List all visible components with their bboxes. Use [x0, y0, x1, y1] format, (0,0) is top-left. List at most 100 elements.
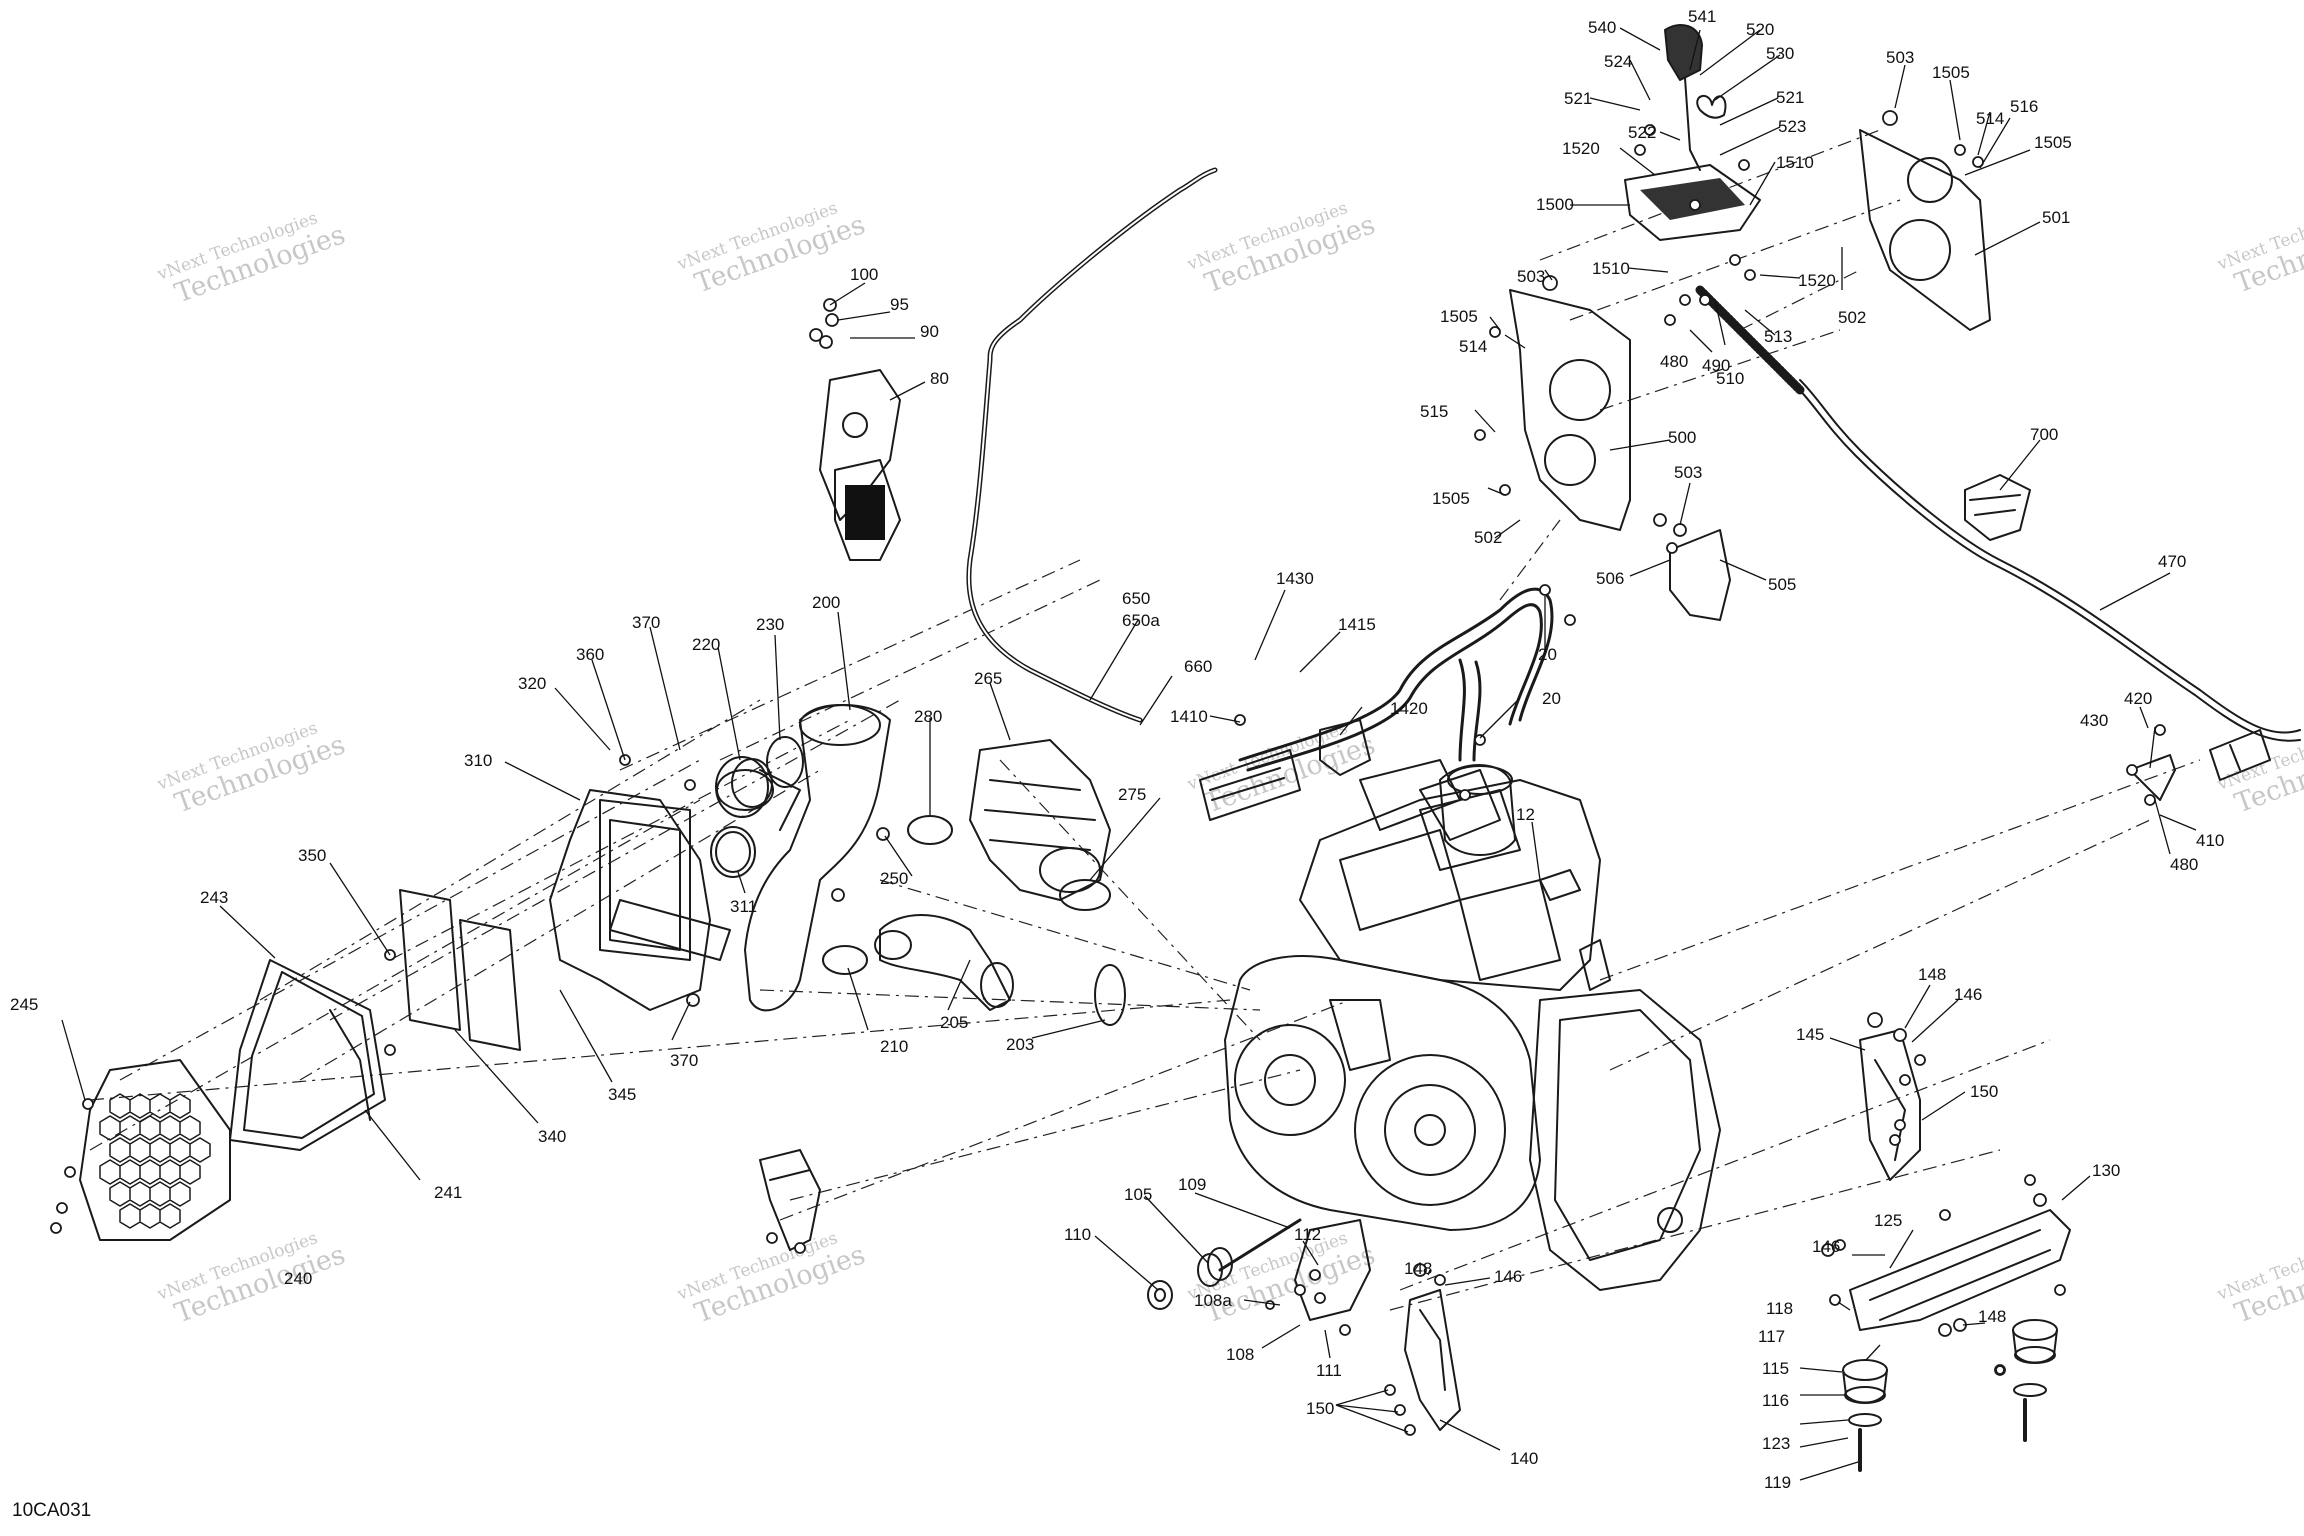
callout-label: 123	[1762, 1434, 1790, 1453]
callout-label: 1510	[1592, 259, 1630, 278]
rubber-mount-117	[1842, 1359, 1888, 1404]
coolant-hose	[1238, 587, 1554, 762]
callout-label: 80	[930, 369, 949, 388]
bracket-145	[1859, 1029, 1921, 1181]
callout-label: 109	[1178, 1175, 1206, 1194]
callout-label: 541	[1688, 7, 1716, 26]
callout-label: 1505	[2034, 133, 2072, 152]
callout-label: 514	[1459, 337, 1487, 356]
callout-label: 523	[1778, 117, 1806, 136]
callout-label: 146	[1494, 1267, 1522, 1286]
airbox-310	[549, 789, 711, 1011]
clamp-230	[766, 736, 804, 788]
honeycomb-pattern	[99, 1093, 211, 1229]
callout-label: 1415	[1338, 615, 1376, 634]
engine-cylinder	[1439, 764, 1516, 856]
clamp-275	[1059, 879, 1111, 911]
callout-label: 203	[1006, 1035, 1034, 1054]
callout-label: 515	[1420, 402, 1448, 421]
callout-label: 1500	[1536, 195, 1574, 214]
callout-label: 20	[1538, 645, 1557, 664]
diagram-code: 10CA031	[12, 1500, 92, 1521]
bracket-80	[819, 369, 901, 521]
bracket-410	[2209, 729, 2271, 781]
callout-label: 1505	[1440, 307, 1478, 326]
callout-label: 500	[1668, 428, 1696, 447]
callout-label: 150	[1306, 1399, 1334, 1418]
boot-205	[879, 914, 1011, 1011]
callout-label: 480	[1660, 352, 1688, 371]
callout-label: 506	[1596, 569, 1624, 588]
callout-label: 265	[974, 669, 1002, 688]
seal-243	[229, 959, 386, 1151]
crossmember-130	[1849, 1209, 2071, 1331]
callout-label: 503	[1886, 48, 1914, 67]
callout-label: 521	[1776, 88, 1804, 107]
callout-labels: 540 541 520 530 524 521 521 522 523 1520…	[10, 7, 2224, 1492]
callout-label: 240	[284, 1269, 312, 1288]
callout-label: 145	[1796, 1025, 1824, 1044]
fasteners	[50, 110, 2166, 1436]
throttle-cable	[966, 167, 1218, 723]
seal-241	[329, 1009, 371, 1121]
throttle-body	[1319, 719, 1371, 776]
secondary-clutch-cover	[1354, 1054, 1506, 1206]
callout-label: 116	[1762, 1391, 1789, 1410]
callout-label: 311	[730, 897, 757, 916]
callout-label: 245	[10, 995, 38, 1014]
engine-block	[1299, 779, 1601, 991]
callout-label: 205	[940, 1013, 968, 1032]
callout-label: 430	[2080, 711, 2108, 730]
lever-430	[2129, 754, 2176, 801]
callout-label: 505	[1768, 575, 1796, 594]
callout-label: 118	[1766, 1299, 1793, 1318]
callout-label: 700	[2030, 425, 2058, 444]
callout-label: 1510	[1776, 153, 1814, 172]
bracket-140	[1404, 1289, 1461, 1431]
callout-label: 148	[1978, 1307, 2006, 1326]
callout-label: 1520	[1562, 139, 1600, 158]
intake-grille	[79, 1059, 231, 1241]
part-outlines	[79, 24, 2301, 1472]
transmission-case	[1529, 989, 1721, 1291]
callout-label: 1505	[1932, 63, 1970, 82]
bracket-240	[759, 1149, 821, 1251]
callout-label: 1430	[1276, 569, 1314, 588]
control-module	[1199, 749, 1301, 821]
callout-label: 650	[1122, 589, 1150, 608]
air-filter-345	[459, 919, 521, 1051]
callout-label: 490	[1702, 356, 1730, 375]
callout-label: 108	[1226, 1345, 1254, 1364]
callout-label: 220	[692, 635, 720, 654]
callout-label: 250	[880, 869, 908, 888]
callout-label: 275	[1118, 785, 1146, 804]
callout-label: 140	[1510, 1449, 1538, 1468]
shift-knob	[1664, 24, 1703, 81]
callout-label: 280	[914, 707, 942, 726]
cover-505	[1669, 529, 1731, 621]
callout-label: 117	[1758, 1327, 1785, 1346]
shift-bracket-500	[1509, 289, 1631, 531]
nut-110	[1147, 1280, 1173, 1310]
clamp-280	[907, 815, 953, 845]
callout-label: 370	[632, 613, 660, 632]
callout-label: 210	[880, 1037, 908, 1056]
callout-label: 470	[2158, 552, 2186, 571]
callout-label: 521	[1564, 89, 1592, 108]
engine-mount-108	[1294, 1219, 1371, 1321]
callout-label: 370	[670, 1051, 698, 1070]
shifter-housing	[1624, 164, 1761, 241]
air-filter-340	[399, 889, 461, 1031]
callout-label: 125	[1874, 1211, 1902, 1230]
oil-filter	[1579, 939, 1611, 991]
callout-label: 340	[538, 1127, 566, 1146]
callout-label: 520	[1746, 20, 1774, 39]
primary-clutch-cover	[1234, 1024, 1346, 1136]
callout-label: 522	[1628, 123, 1656, 142]
callout-label: 514	[1976, 109, 2004, 128]
callout-label: 320	[518, 674, 546, 693]
callout-label: 1505	[1432, 489, 1470, 508]
callout-label: 148	[1918, 965, 1946, 984]
